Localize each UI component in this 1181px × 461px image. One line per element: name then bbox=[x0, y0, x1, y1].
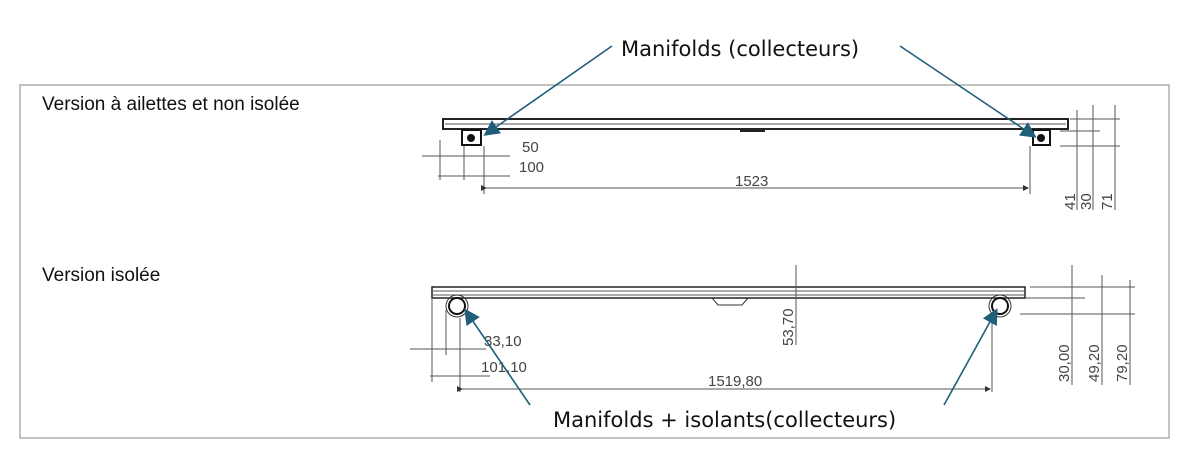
drawing-insulated bbox=[410, 265, 1135, 392]
callout-arrow-top-right bbox=[899, 45, 1037, 138]
dim-33-10: 33,10 bbox=[484, 333, 522, 350]
dim-71: 71 bbox=[1099, 193, 1116, 210]
drawing-finned bbox=[422, 105, 1120, 210]
dim-50: 50 bbox=[522, 139, 539, 156]
dim-30-00: 30,00 bbox=[1056, 344, 1073, 382]
dim-41: 41 bbox=[1062, 193, 1079, 210]
dim-30: 30 bbox=[1078, 193, 1095, 210]
frame bbox=[19, 84, 1170, 439]
callout-manifolds-insulated: Manifolds + isolants(collecteurs) bbox=[553, 408, 896, 432]
callout-arrow-bottom-left bbox=[464, 308, 531, 406]
callout-arrow-bottom-right bbox=[943, 308, 998, 406]
dim-49-20: 49,20 bbox=[1086, 344, 1103, 382]
dim-100: 100 bbox=[519, 159, 544, 176]
section-title-insulated: Version isolée bbox=[42, 265, 160, 286]
section-title-finned: Version à ailettes et non isolée bbox=[42, 94, 300, 115]
insulated-manifold-right bbox=[991, 297, 1009, 315]
callout-manifolds: Manifolds (collecteurs) bbox=[621, 37, 859, 61]
dim-79-20: 79,20 bbox=[1114, 344, 1131, 382]
dim-53-70: 53,70 bbox=[780, 308, 797, 346]
dim-1523: 1523 bbox=[735, 173, 768, 190]
dim-1519-80: 1519,80 bbox=[708, 373, 762, 390]
callout-arrow-top-left bbox=[483, 45, 613, 136]
insulated-manifold-left bbox=[448, 297, 466, 315]
